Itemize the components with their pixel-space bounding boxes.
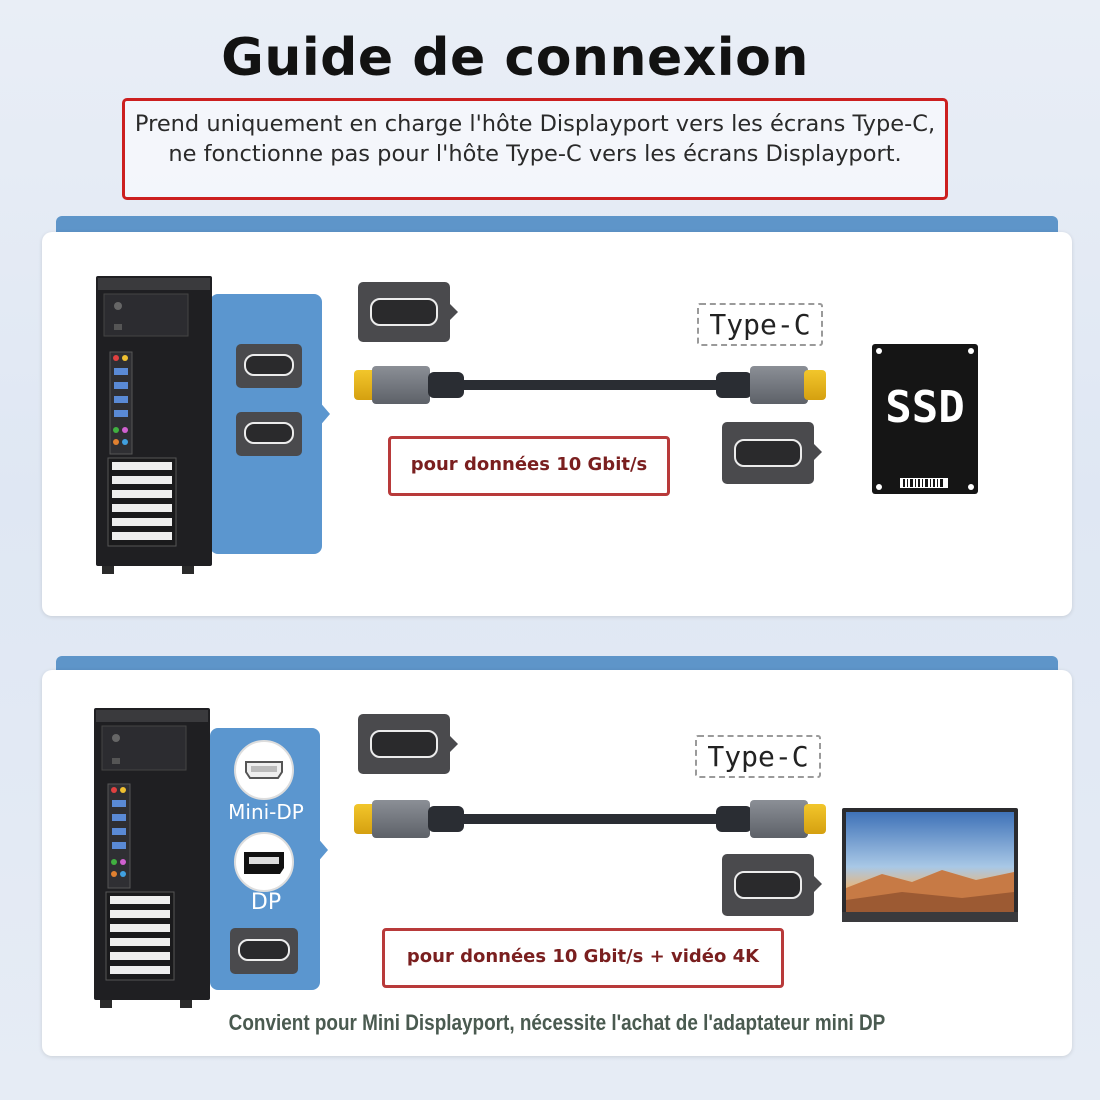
usb-c-cable-icon bbox=[352, 796, 830, 842]
pc-tower-icon bbox=[94, 704, 212, 1010]
pointer-arrow-icon bbox=[812, 874, 822, 894]
dp-label: DP bbox=[250, 890, 282, 915]
data-video-speed-label: pour données 10 Gbit/s + vidéo 4K bbox=[382, 928, 784, 988]
type-c-tag: Type-C bbox=[697, 303, 823, 346]
pointer-arrow-icon bbox=[448, 302, 458, 322]
type-c-tag: Type-C bbox=[695, 735, 821, 778]
notice-line-1: Prend uniquement en charge l'hôte Displa… bbox=[134, 111, 936, 137]
pc-tower-icon bbox=[96, 272, 214, 576]
usb-c-port-icon bbox=[722, 422, 814, 484]
ssd-icon: SSD bbox=[872, 344, 980, 496]
data-speed-label: pour données 10 Gbit/s bbox=[388, 436, 670, 496]
pointer-arrow-icon bbox=[812, 442, 822, 462]
usb-c-port-icon bbox=[722, 854, 814, 916]
panel-2-port-area-arrow bbox=[316, 836, 328, 864]
panel-1-port-area-arrow bbox=[318, 400, 330, 428]
usb-c-port-icon bbox=[230, 928, 298, 974]
adapter-footnote: Convient pour Mini Displayport, nécessit… bbox=[228, 1010, 886, 1035]
ssd-label: SSD bbox=[885, 382, 965, 433]
usb-c-cable-icon bbox=[352, 362, 830, 408]
page-title: Guide de connexion bbox=[221, 28, 809, 88]
mini-dp-port-icon bbox=[234, 740, 294, 800]
notice-line-2: ne fonctionne pas pour l'hôte Type-C ver… bbox=[168, 141, 902, 167]
monitor-icon bbox=[842, 808, 1018, 922]
mini-dp-label: Mini-DP bbox=[228, 800, 304, 824]
pointer-arrow-icon bbox=[448, 734, 458, 754]
usb-c-port-icon bbox=[236, 412, 302, 456]
compatibility-notice: Prend uniquement en charge l'hôte Displa… bbox=[122, 98, 948, 200]
dp-port-icon bbox=[234, 832, 294, 892]
usb-c-port-icon bbox=[358, 282, 450, 342]
usb-c-port-icon bbox=[236, 344, 302, 388]
usb-c-port-icon bbox=[358, 714, 450, 774]
